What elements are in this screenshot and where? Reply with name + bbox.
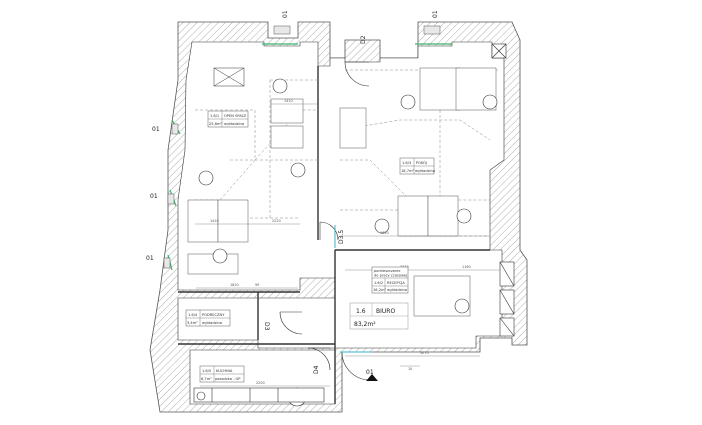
recepcja-area: 16,2m²	[373, 288, 387, 292]
open-space-number: 1.6/1	[210, 114, 219, 118]
kuchnia-number: 1.6/5	[202, 369, 211, 373]
dim-6: 1820	[380, 231, 389, 235]
dim-7: 1160	[462, 265, 471, 269]
pokoj-area: 18,7m²	[401, 169, 415, 173]
dim-11: 10	[408, 367, 412, 371]
room-label-recepcja: pomieszczenie do pracy czasowej 1.6/2 RE…	[371, 266, 409, 294]
door-mark-main: 01	[366, 369, 374, 376]
door-mark-left-3: 01	[146, 255, 154, 262]
dim-4: 1820	[230, 283, 239, 287]
door-mark-entrance: D2	[360, 35, 367, 44]
door-mark-left-1: 01	[152, 126, 160, 133]
open-space-area: 25,6m²	[209, 122, 223, 126]
recepcja-number: 1.6/2	[374, 281, 383, 285]
dim-9: 3070	[420, 351, 429, 355]
radiators	[163, 25, 441, 269]
door-openings-cyan	[334, 225, 372, 353]
dimension-lines	[195, 103, 500, 387]
dim-3: 2220	[272, 219, 281, 223]
pokoj-name: POKÓJ	[416, 160, 427, 165]
door-mark-top-right: 01	[432, 10, 439, 18]
door-mark-pantry: D3	[263, 322, 270, 331]
room-label-open-space: 1.6/1 OPEN SPACE 25,6m² wykładzina	[207, 110, 249, 128]
wardrobes	[491, 43, 515, 337]
podreczny-area: 3,4m²	[187, 321, 198, 325]
unit-name: BIURO	[376, 308, 395, 315]
windows	[167, 43, 452, 271]
door-mark-middle: D3.5	[338, 230, 345, 244]
pokoj-floor: wykładzina	[415, 169, 435, 173]
open-space-name: OPEN SPACE	[224, 114, 247, 118]
door-mark-left-2: 01	[150, 193, 158, 200]
partition-walls	[178, 66, 490, 404]
podreczny-floor: wykładzina	[202, 321, 222, 325]
unit-id: 1.6	[356, 308, 366, 315]
recepcja-note-2: do pracy czasowej	[374, 274, 407, 278]
dim-2: 1410	[210, 219, 219, 223]
kitchen-counter	[193, 387, 325, 403]
pokoj-number: 1.6/3	[402, 161, 411, 165]
room-label-kuchnia: 1.6/5 KUCHNIA 6,7m² posadzka - GP	[199, 365, 245, 383]
dim-1: 1410	[284, 99, 293, 103]
unit-label: 1.6 BIURO 83,2m²	[349, 302, 409, 330]
dim-10: 2200	[256, 381, 265, 385]
door-mark-top-left: 01	[282, 10, 289, 18]
open-space-floor: wykładzina	[224, 122, 244, 126]
door-mark-kitchen: D4	[313, 365, 320, 374]
kuchnia-name: KUCHNIA	[216, 369, 233, 373]
room-label-podreczny: 1.6/4 PODRĘCZNY 3,4m² wykładzina	[185, 309, 231, 327]
kuchnia-floor: posadzka - GP	[215, 377, 241, 381]
dim-5: 90	[255, 283, 259, 287]
kuchnia-area: 6,7m²	[201, 377, 212, 381]
unit-area: 83,2m²	[354, 321, 376, 328]
podreczny-name: PODRĘCZNY	[202, 313, 225, 317]
room-label-pokoj: 1.6/3 POKÓJ 18,7m² wykładzina	[399, 157, 435, 175]
recepcja-note-1: pomieszczenie	[374, 269, 401, 273]
recepcja-name: RECEPCJA	[387, 281, 405, 285]
entrance-arrow	[366, 374, 378, 381]
podreczny-number: 1.6/4	[188, 313, 198, 317]
recepcja-floor: wykładzina	[387, 288, 407, 292]
